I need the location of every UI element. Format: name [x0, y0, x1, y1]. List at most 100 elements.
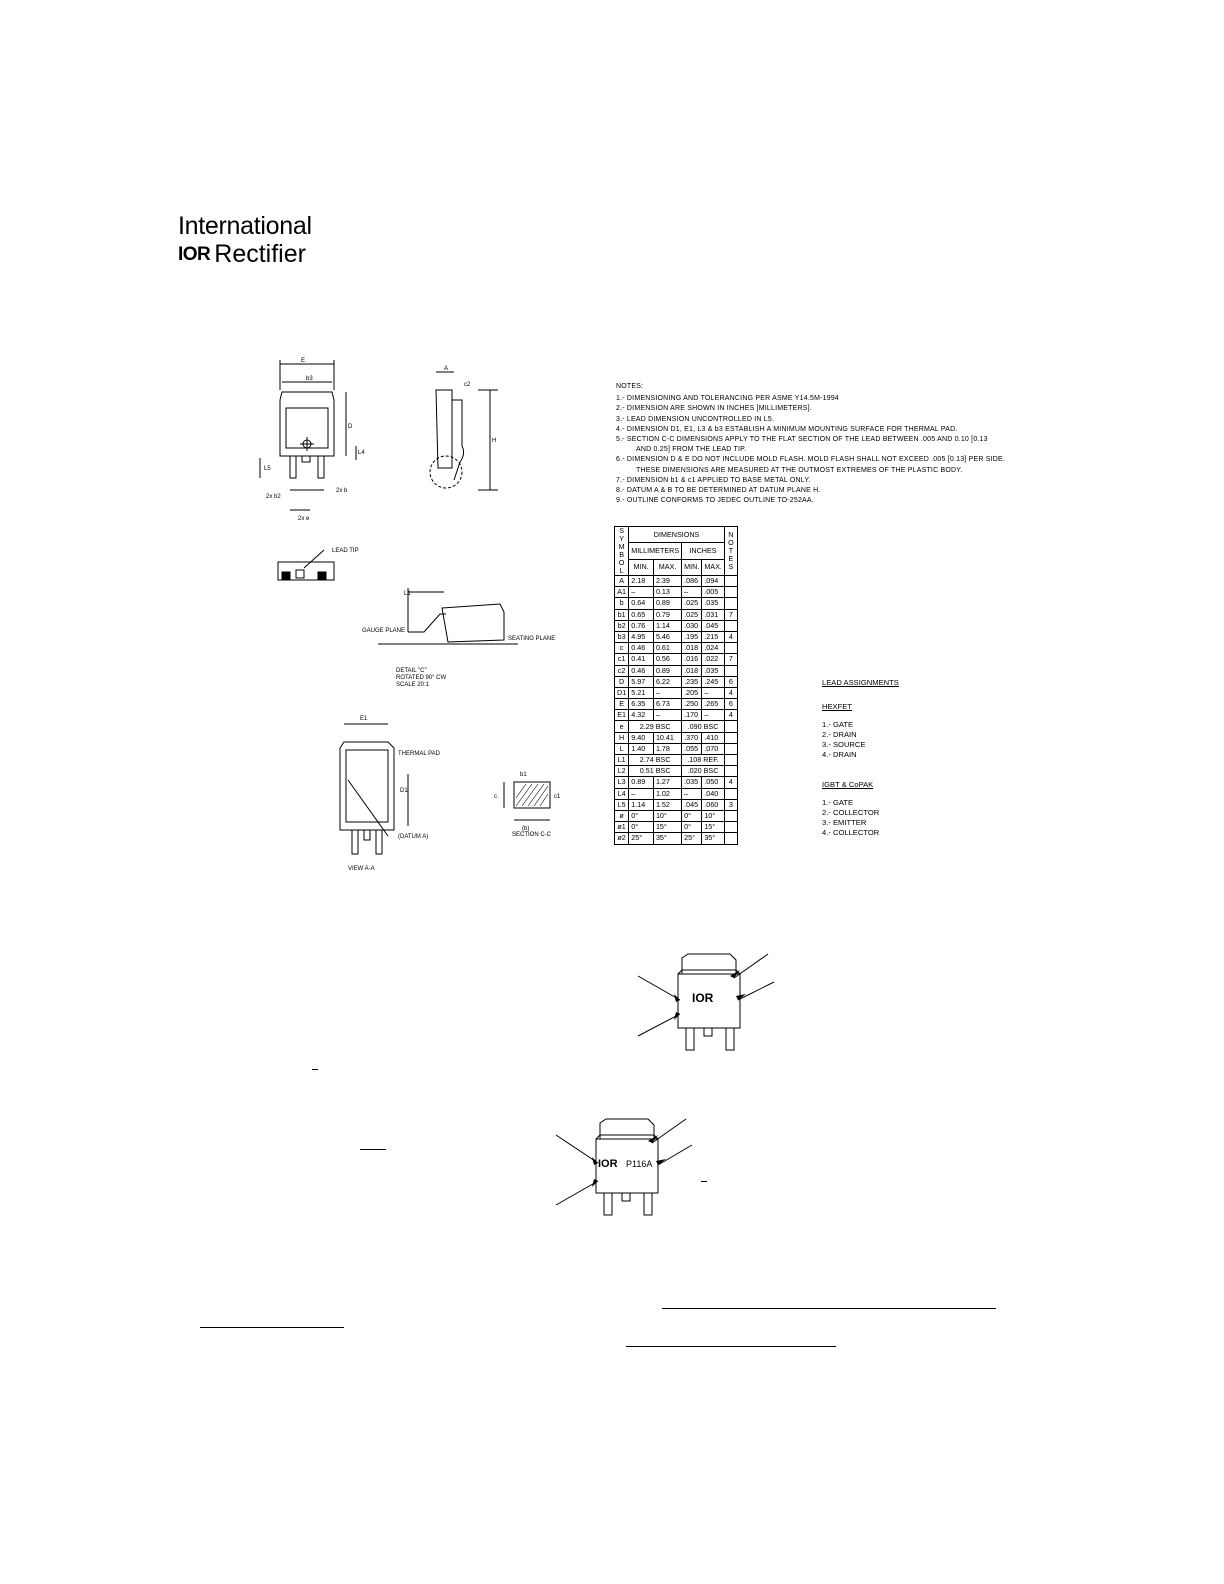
table-cell: 6.22	[652, 675, 683, 688]
table-cell: 35°	[652, 832, 683, 845]
table-cell: 0.61	[652, 642, 683, 655]
table-cell	[723, 731, 738, 744]
table-cell: .215	[701, 630, 725, 644]
part-marking-example-1: IOR	[637, 953, 775, 1051]
table-cell: .016	[681, 653, 703, 666]
table-cell: .170	[681, 709, 703, 722]
table-cell: 1.27	[652, 776, 683, 789]
table-cell: .050	[701, 776, 725, 789]
table-cell: .410	[701, 731, 725, 744]
table-cell: 25°	[681, 832, 703, 845]
igbt-title: IGBT & CoPAK	[822, 780, 874, 789]
svg-text:H: H	[492, 438, 496, 444]
table-cell: .022	[701, 653, 725, 666]
svg-text:c2: c2	[464, 382, 471, 388]
table-cell: 10.41	[652, 731, 683, 744]
svg-text:c1: c1	[554, 794, 561, 800]
table-cell	[723, 664, 738, 677]
table-cell: 0.89	[628, 776, 654, 789]
igbt-pin-3: 3.- EMITTER	[822, 818, 867, 827]
table-cell	[723, 574, 738, 588]
table-cell: .031	[701, 608, 725, 621]
table-cell: 1.40	[628, 742, 654, 756]
table-cell	[723, 809, 738, 823]
lead-assignments: LEAD ASSIGNMENTS HEXFET 1.- GATE 2.- DRA…	[822, 678, 899, 838]
table-cell: 7	[723, 653, 738, 666]
view-aa-label: VIEW A-A	[348, 866, 375, 872]
marking-2-code: P116A	[626, 1159, 652, 1169]
notes-col-header: NOTES	[723, 526, 738, 576]
igbt-pin-2: 2.- COLLECTOR	[822, 808, 880, 817]
marking-2-logo: IOR	[598, 1158, 618, 1170]
table-cell: 2.18	[628, 574, 654, 588]
divider-line	[662, 1308, 996, 1309]
svg-text:2x e: 2x e	[298, 516, 310, 522]
svg-text:b3: b3	[306, 376, 313, 382]
table-cell: L2	[613, 765, 630, 778]
table-cell: A1	[613, 586, 630, 599]
table-cell	[723, 619, 738, 632]
table-cell: L1	[613, 753, 630, 767]
table-cell: –	[628, 787, 654, 800]
table-cell: .005	[701, 586, 725, 599]
table-cell: .025	[681, 608, 703, 621]
note-2: 2.- DIMENSION ARE SHOWN IN INCHES [MILLI…	[616, 405, 812, 413]
svg-text:E: E	[301, 358, 305, 364]
part-marking-example-2: IOR P116A	[555, 1118, 693, 1216]
table-cell: .035	[701, 664, 725, 677]
table-cell	[723, 720, 738, 733]
table-cell: b3	[613, 630, 630, 644]
table-row: A1–0.13–.005	[613, 586, 738, 599]
table-cell: .090 BSC	[681, 720, 725, 733]
table-cell: 4	[723, 686, 738, 700]
table-cell: –	[681, 787, 703, 800]
table-cell: .025	[681, 597, 703, 610]
seating-plane-label: SEATING PLANE	[508, 636, 555, 642]
table-cell: –	[681, 586, 703, 599]
table-cell: –	[628, 586, 654, 599]
scale-label: SCALE 20:1	[396, 682, 430, 688]
table-cell: D	[613, 675, 630, 688]
table-cell: 0.13	[652, 586, 683, 599]
hexfet-pin-2: 2.- DRAIN	[822, 730, 857, 739]
table-cell	[723, 742, 738, 756]
table-cell: 0.41	[628, 653, 654, 666]
table-cell: .070	[701, 742, 725, 756]
svg-text:L1: L1	[404, 591, 411, 597]
svg-text:E1: E1	[360, 716, 368, 722]
table-cell: 1.02	[652, 787, 683, 800]
table-cell: –	[701, 709, 725, 722]
in-min-header: MIN.	[681, 558, 703, 577]
table-cell	[723, 642, 738, 655]
table-cell: 25°	[628, 832, 654, 845]
table-cell: .030	[681, 619, 703, 632]
note-1: 1.- DIMENSIONING AND TOLERANCING PER ASM…	[616, 395, 839, 403]
table-cell: 4	[723, 630, 738, 644]
table-cell: b2	[613, 619, 630, 632]
table-cell: 1.52	[652, 798, 683, 811]
table-cell: 5.46	[652, 630, 683, 644]
svg-text:2x b2: 2x b2	[266, 494, 281, 500]
logo-rectifier-line: IOR Rectifier	[178, 240, 306, 269]
table-cell: A	[613, 574, 630, 588]
table-cell: 0°	[681, 809, 703, 823]
lead-assignments-title: LEAD ASSIGNMENTS	[822, 678, 899, 687]
svg-text:D: D	[348, 424, 353, 430]
table-cell: .040	[701, 787, 725, 800]
rotated-label: ROTATED 90° CW	[396, 675, 447, 681]
note-3: 3.- LEAD DIMENSION UNCONTROLLED IN L5.	[616, 415, 775, 423]
table-cell: 2.39	[652, 574, 683, 588]
